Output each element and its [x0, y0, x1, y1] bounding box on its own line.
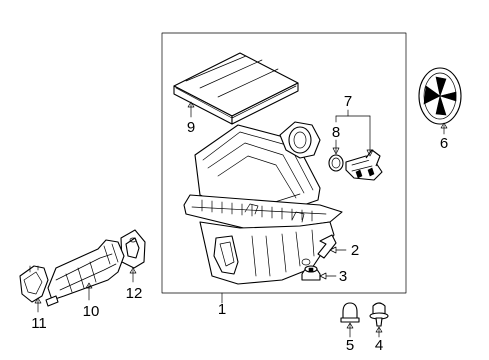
callout-3: 3	[339, 268, 347, 285]
clip-drawing	[317, 234, 337, 259]
assembly-frame	[161, 32, 407, 294]
callout-1: 1	[218, 301, 226, 318]
grommet-drawing	[301, 265, 321, 281]
sensor-drawing	[345, 149, 383, 181]
callout-5: 5	[346, 337, 354, 354]
bolt-drawing	[369, 302, 389, 327]
callout-6: 6	[440, 135, 448, 152]
callout-11: 11	[31, 315, 47, 332]
callout-8: 8	[332, 124, 340, 141]
callout-9: 9	[187, 119, 195, 136]
callout-12: 12	[126, 285, 143, 302]
filter-element-drawing	[173, 52, 299, 125]
callout-7: 7	[344, 93, 352, 110]
cover-drawing	[418, 67, 462, 125]
nut-drawing	[340, 302, 360, 323]
leader-lines	[34, 101, 448, 338]
callout-4: 4	[375, 337, 383, 354]
resonator-drawing	[19, 265, 49, 303]
callout-2: 2	[351, 242, 359, 259]
air-cleaner-housing-drawing	[183, 121, 343, 285]
inlet-duct-drawing	[45, 239, 125, 307]
bracket-drawing	[120, 229, 146, 269]
callout-10: 10	[83, 303, 100, 320]
seal-drawing	[328, 154, 344, 172]
